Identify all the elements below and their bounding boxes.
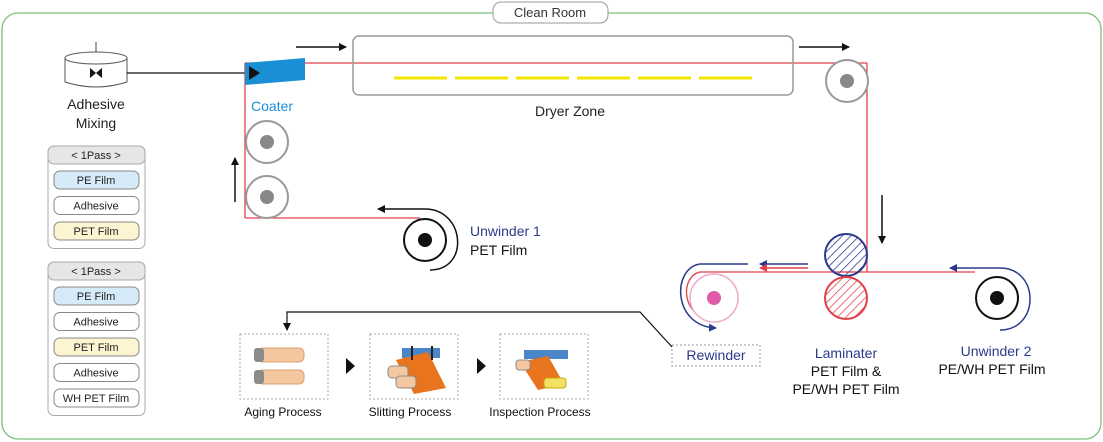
layer-label: PET Film: [73, 342, 118, 354]
guide-roller: [245, 175, 289, 219]
coater-label: Coater: [251, 98, 293, 114]
slitting-process-label: Slitting Process: [369, 405, 452, 419]
rewinder-reel-icon: [689, 273, 739, 323]
inspection-process-label: Inspection Process: [489, 405, 590, 419]
layer-box: [53, 312, 140, 331]
layer-box: [53, 170, 140, 190]
inspection-machine-icon: [515, 350, 568, 390]
layer-label: Adhesive: [73, 201, 118, 213]
guide-roller: [245, 120, 289, 164]
rewinder-label-box: [671, 344, 761, 367]
direction-arrows: [231, 43, 886, 271]
unwinder-1-reel-icon: [403, 218, 447, 262]
layer-box: [53, 337, 140, 357]
unwinder-2-label: Unwinder 2: [961, 343, 1032, 359]
adhesive-mixing-label-line2: Mixing: [76, 115, 116, 131]
laminater-label-line2: PET Film &: [811, 363, 882, 379]
unwinder-1-film-label: PET Film: [470, 242, 527, 258]
layer-box: [53, 388, 140, 408]
unwinder-2-film-label: PE/WH PET Film: [938, 361, 1045, 377]
inspection-process-box: [499, 333, 589, 400]
clean-room-tab: [492, 1, 609, 24]
layer-label: PE Film: [77, 291, 116, 303]
unwinder-1-label: Unwinder 1: [470, 223, 541, 239]
laminater-top-roller-icon: [824, 233, 868, 277]
layer-box: [53, 221, 140, 241]
layer-label: Adhesive: [73, 317, 118, 329]
clean-room-title: Clean Room: [514, 5, 586, 20]
layer-stack-header: < 1Pass >: [71, 150, 121, 162]
laminater-bottom-roller-icon: [824, 276, 868, 320]
laminater-label-line3: PE/WH PET Film: [792, 381, 899, 397]
layer-stack-header: < 1Pass >: [71, 266, 121, 278]
unwinder-2-reel-icon: [975, 276, 1019, 320]
web-path-secondary: [679, 260, 1031, 332]
slitting-machine-icon: [387, 346, 446, 394]
process-arrow-icon: [477, 358, 486, 374]
layer-label: WH PET Film: [63, 393, 129, 405]
aging-process-box: [239, 333, 329, 400]
layer-label: Adhesive: [73, 368, 118, 380]
layer-label: PE Film: [77, 175, 116, 187]
adhesive-mixing-label-line1: Adhesive: [67, 96, 125, 112]
web-path-primary: [244, 62, 975, 321]
adhesive-mixing-tank-icon: [64, 42, 128, 88]
laminater-label: Laminater: [815, 345, 878, 361]
dryer-zone-label: Dryer Zone: [535, 103, 605, 119]
aging-rolls-icon: [254, 347, 305, 385]
guide-roller: [825, 59, 869, 103]
process-arrow-icon: [346, 358, 355, 374]
layer-box: [53, 196, 140, 215]
slitting-process-box: [369, 333, 459, 400]
layer-box: [53, 286, 140, 306]
rewinder-to-aging-connector: [283, 311, 673, 348]
dryer-zone-box: [352, 35, 794, 96]
layer-box: [53, 363, 140, 382]
coater-icon: [245, 58, 305, 85]
aging-process-label: Aging Process: [244, 405, 321, 419]
rewinder-label: Rewinder: [686, 347, 745, 363]
layer-label: PET Film: [73, 226, 118, 238]
